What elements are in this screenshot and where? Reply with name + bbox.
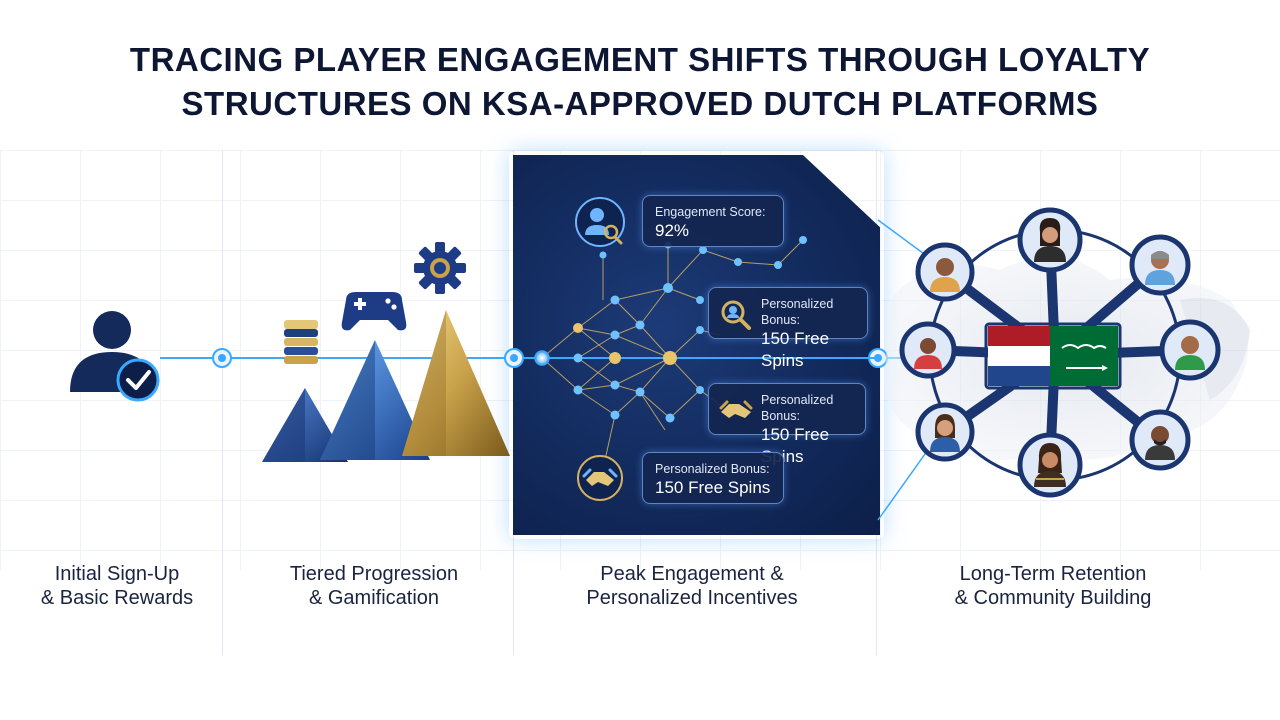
avatar-bottom: [1017, 432, 1083, 498]
handshake-icon: [719, 400, 753, 418]
bonus-card-3: Personalized Bonus: 150 Free Spins: [642, 452, 784, 504]
avatar-top-right: [1129, 234, 1191, 296]
saudi-flag: [1050, 326, 1118, 386]
gamepad-icon: [341, 292, 407, 331]
avatar-right: [1159, 319, 1221, 381]
bonus-card-1-label: Personalized Bonus:: [761, 297, 834, 327]
handshake-icon: [577, 455, 623, 501]
stage-1-line-1: Initial Sign-Up: [54, 563, 180, 585]
stage-2-line-1: Tiered Progression: [289, 563, 459, 585]
network-nodes: [534, 236, 807, 464]
stage-label-3: Peak Engagement & Personalized Incentive…: [562, 562, 822, 610]
stage-1-line-2: & Basic Rewards: [40, 587, 194, 609]
stage-3-line-1: Peak Engagement &: [600, 563, 784, 585]
bonus-card-3-value: 150 Free Spins: [655, 478, 771, 497]
stage-label-2: Tiered Progression & Gamification: [244, 562, 504, 610]
title-line-1: TRACING PLAYER ENGAGEMENT SHIFTS THROUGH…: [129, 41, 1151, 78]
stage-label-4: Long-Term Retention & Community Building: [923, 562, 1183, 610]
stage-4-line-1: Long-Term Retention: [959, 563, 1147, 585]
gear-icon: [414, 242, 466, 294]
user-search-icon: [575, 197, 625, 247]
avatar-top: [1017, 207, 1083, 273]
coin-stack-icon: [284, 320, 318, 364]
title-line-2: STRUCTURES ON KSA-APPROVED DUTCH PLATFOR…: [181, 85, 1099, 122]
avatar-left: [899, 321, 957, 379]
bonus-card-2-label: Personalized Bonus:: [761, 393, 834, 423]
netherlands-flag: [988, 326, 1050, 386]
bonus-card-1-value: 150 Free Spins: [761, 329, 830, 370]
stage-3-line-2: Personalized Incentives: [586, 587, 798, 609]
pyramid-large: [402, 310, 510, 456]
timeline-node-1: [212, 348, 232, 368]
timeline-node-2: [504, 348, 524, 368]
engagement-score-card: Engagement Score: 92%: [642, 195, 784, 247]
page-title: TRACING PLAYER ENGAGEMENT SHIFTS THROUGH…: [0, 38, 1280, 126]
user-check-icon: [70, 311, 160, 402]
bonus-card-3-label: Personalized Bonus:: [655, 462, 770, 476]
stage-label-1: Initial Sign-Up & Basic Rewards: [0, 562, 247, 610]
avatar-bottom-left: [915, 402, 975, 462]
avatar-bottom-right: [1129, 409, 1191, 471]
avatar-top-left: [915, 242, 975, 302]
engagement-score-label: Engagement Score:: [655, 205, 766, 219]
stage-2-line-2: & Gamification: [308, 587, 440, 609]
pyramid-medium: [320, 340, 430, 460]
bonus-card-2: Personalized Bonus: 150 Free Spins: [708, 383, 866, 466]
flags-frame: [984, 322, 1122, 390]
pyramid-small: [262, 388, 348, 462]
engagement-score-value: 92%: [655, 221, 690, 240]
magnifier-icon: [721, 300, 751, 330]
bonus-card-1: Personalized Bonus: 150 Free Spins: [708, 287, 868, 370]
stage-4-line-2: & Community Building: [954, 587, 1152, 609]
stage-divider-1: [222, 150, 223, 655]
